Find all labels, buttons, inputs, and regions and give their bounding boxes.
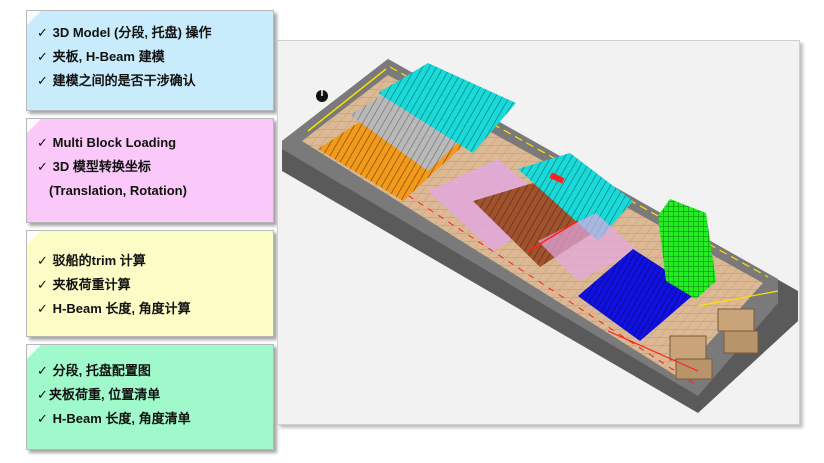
check-icon: ✓ — [37, 73, 48, 88]
card-line: ✓ H-Beam 长度, 角度清单 — [37, 407, 273, 431]
card-line: ✓ 3D 模型转换坐标 — [37, 155, 273, 179]
check-icon: ✓ — [37, 277, 48, 292]
card-corner-fold — [27, 345, 41, 359]
card-line: ✓ 夹板, H-Beam 建模 — [37, 45, 273, 69]
check-icon: ✓ — [37, 159, 48, 174]
card-line: (Translation, Rotation) — [49, 183, 187, 198]
barge-3d-scene[interactable] — [278, 41, 799, 424]
feature-card-calculation: ✓ 驳船的trim 计算 ✓ 夹板荷重计算 ✓ H-Beam 长度, 角度计算 — [26, 230, 274, 337]
card-line: ✓ 建模之间的是否干涉确认 — [37, 69, 273, 93]
card-line: ✓ H-Beam 长度, 角度计算 — [37, 297, 273, 321]
card-line: ✓ 夹板荷重计算 — [37, 273, 273, 297]
check-icon: ✓ — [37, 301, 48, 316]
card-corner-fold — [27, 119, 41, 133]
3d-barge-viewport[interactable] — [277, 40, 800, 425]
card-line: ✓ 驳船的trim 计算 — [37, 249, 273, 273]
block-red-marker — [549, 172, 565, 184]
check-icon: ✓ — [37, 411, 48, 426]
check-icon: ✓ — [37, 49, 48, 64]
block-green — [658, 199, 716, 299]
card-line: ✓ 分段, 托盘配置图 — [37, 359, 273, 383]
block-cyan-front — [518, 153, 633, 241]
h-beam-lines — [527, 220, 779, 372]
feature-card-modeling: ✓ 3D Model (分段, 托盘) 操作 ✓ 夹板, H-Beam 建模 ✓… — [26, 10, 274, 111]
check-icon: ✓ — [37, 253, 48, 268]
check-icon: ✓ — [37, 387, 48, 402]
card-line: ✓ Multi Block Loading — [37, 131, 273, 155]
feature-card-loading: ✓ Multi Block Loading ✓ 3D 模型转换坐标 (Trans… — [26, 118, 274, 223]
card-corner-fold — [27, 11, 41, 25]
check-icon: ✓ — [37, 135, 48, 150]
check-icon: ✓ — [37, 25, 48, 40]
card-corner-fold — [27, 231, 41, 245]
check-icon: ✓ — [37, 363, 48, 378]
origin-axis-icon[interactable] — [316, 87, 328, 102]
card-line: ✓ 3D Model (分段, 托盘) 操作 — [37, 21, 273, 45]
card-line: ✓夹板荷重, 位置清单 — [37, 383, 273, 407]
feature-card-output: ✓ 分段, 托盘配置图 ✓夹板荷重, 位置清单 ✓ H-Beam 长度, 角度清… — [26, 344, 274, 450]
block-cyan-rear — [378, 63, 516, 153]
